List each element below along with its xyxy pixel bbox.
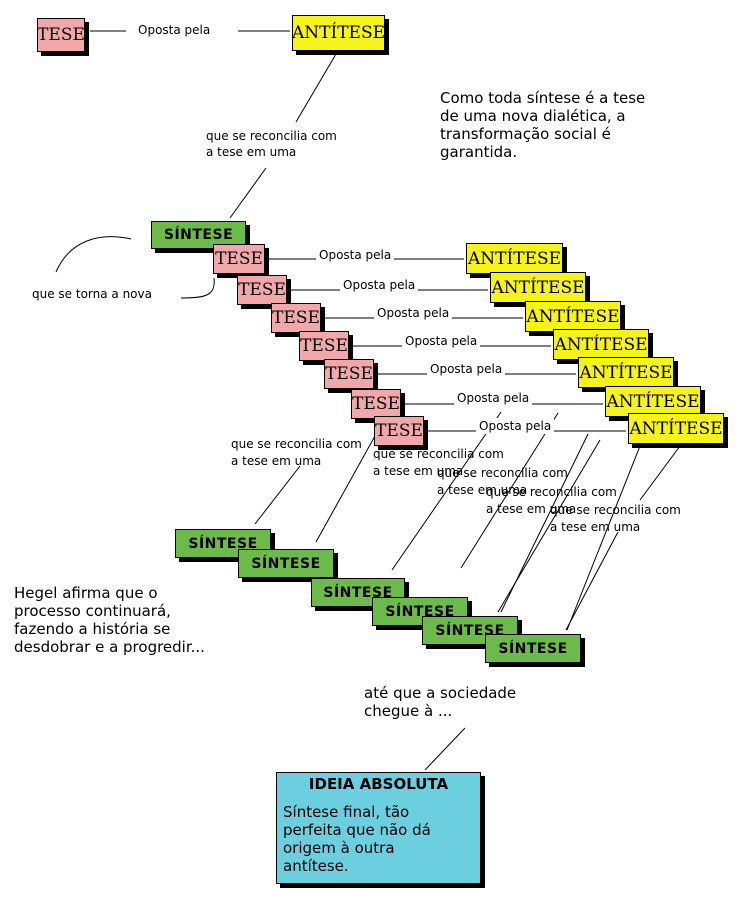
oposta-label: Oposta pela — [454, 390, 533, 406]
antitese-box: ANTÍTESE — [466, 243, 563, 274]
reconcilia-label-line1: que se reconcilia com — [550, 503, 681, 517]
connector-line — [565, 531, 619, 631]
reconcilia-label-line1: que se reconcilia com — [231, 437, 362, 451]
connector-line — [460, 412, 559, 569]
reconcilia-label-line1: que se reconcilia com — [373, 447, 504, 461]
connector-line — [229, 167, 267, 219]
reconcilia-label-line1: que se reconcilia com — [206, 129, 337, 143]
ideia-absoluta-box: IDEIA ABSOLUTA Síntese final, tão perfei… — [276, 772, 481, 884]
ideia-absoluta-text: Síntese final, tão perfeita que não dá o… — [283, 803, 431, 875]
oposta-label: Oposta pela — [316, 247, 395, 263]
connector-curve — [180, 277, 215, 299]
reconcilia-label-line2: a tese em uma — [437, 483, 528, 497]
reconcilia-label-line2: a tese em uma — [206, 145, 297, 159]
ate-text: até que a sociedade chegue à ... — [364, 684, 517, 720]
antitese-box: ANTÍTESE — [292, 15, 385, 51]
oposta-label: Oposta pela — [402, 333, 481, 349]
connector-line — [639, 445, 681, 501]
tese-box: TESE — [271, 303, 321, 333]
connector-line — [497, 439, 601, 613]
tese-box: TESE — [374, 416, 424, 446]
connector-line — [295, 53, 337, 123]
tese-box: TESE — [299, 331, 349, 361]
reconcilia-label-line2: a tese em uma — [231, 454, 322, 468]
note-transformacao: Como toda síntese é a tese de uma nova d… — [440, 89, 646, 161]
antitese-box: ANTÍTESE — [490, 272, 586, 303]
connector-line — [566, 445, 641, 631]
reconcilia-label-line2: a tese em uma — [486, 502, 577, 516]
connector-line — [315, 417, 386, 543]
connector-curve — [55, 236, 132, 273]
oposta-label: Oposta pela — [340, 277, 419, 293]
antitese-box: ANTÍTESE — [525, 301, 621, 332]
tese-box: TESE — [324, 359, 374, 389]
antitese-box: ANTÍTESE — [628, 413, 724, 444]
connector-line — [424, 727, 466, 771]
tese-box: TESE — [213, 244, 265, 274]
torna-label: que se torna a nova — [32, 287, 152, 301]
sintese-box: SÍNTESE — [238, 549, 334, 578]
oposta-label: Oposta pela — [427, 361, 506, 377]
reconcilia-label-line1: que se reconcilia com — [437, 466, 568, 480]
tese-box: TESE — [351, 389, 401, 419]
tese-box: TESE — [37, 18, 85, 52]
antitese-box: ANTÍTESE — [553, 329, 649, 360]
connector-line — [254, 465, 301, 525]
reconcilia-label-line2: a tese em uma — [550, 520, 641, 534]
sintese-box: SÍNTESE — [485, 634, 581, 663]
antitese-box: ANTÍTESE — [605, 386, 701, 417]
oposta-label: Oposta pela — [374, 305, 453, 321]
tese-box: TESE — [237, 275, 287, 305]
sintese-box: SÍNTESE — [175, 529, 271, 558]
reconcilia-label-line1: que se reconcilia com — [486, 485, 617, 499]
oposta-label: Oposta pela — [138, 23, 211, 37]
hegel-text: Hegel afirma que o processo continuará, … — [14, 584, 205, 656]
reconcilia-label-line2: a tese em uma — [373, 464, 464, 478]
connector-line — [391, 411, 502, 571]
oposta-label: Oposta pela — [476, 418, 555, 434]
ideia-absoluta-title: IDEIA ABSOLUTA — [308, 775, 449, 793]
antitese-box: ANTÍTESE — [578, 357, 674, 388]
